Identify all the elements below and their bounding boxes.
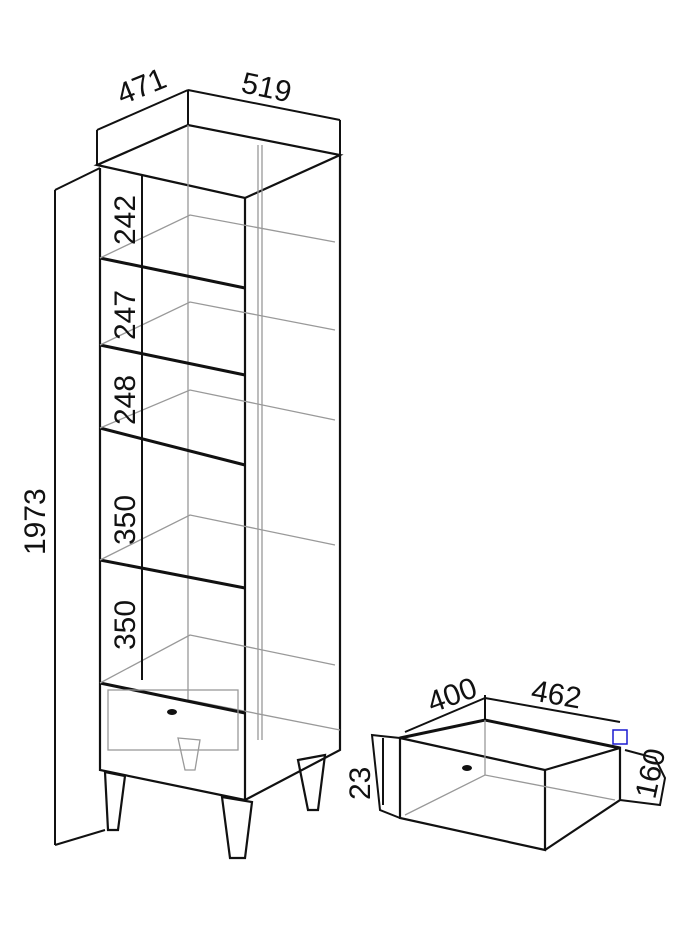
drawer-handle-icon <box>462 765 472 771</box>
width-label: 519 <box>239 67 295 110</box>
cabinet-side <box>244 155 342 801</box>
cabinet-front-frame <box>98 168 247 802</box>
drawer-offset-label: 23 <box>344 767 377 800</box>
selection-marker-icon <box>612 729 628 745</box>
drawer-front <box>398 736 547 852</box>
shelf-gap-1: 242 <box>109 195 142 245</box>
depth-label: 471 <box>112 62 171 111</box>
drawer <box>398 718 628 852</box>
cabinet <box>93 123 344 860</box>
drawer-width-label: 462 <box>529 674 584 715</box>
shelves <box>99 214 336 715</box>
shelf-gap-4: 350 <box>109 495 142 545</box>
shelf-gap-2: 247 <box>109 290 142 340</box>
cabinet-legs <box>103 737 327 860</box>
shelf-gap-3: 248 <box>109 375 142 425</box>
cabinet-top <box>93 123 344 200</box>
cabinet-drawer-front <box>107 689 239 751</box>
height-label: 1973 <box>19 488 52 555</box>
cabinet-dimensions: 471 519 1973 242 247 248 350 350 <box>19 62 341 846</box>
drawer-handle-icon <box>167 709 177 715</box>
drawer-height-label: 160 <box>630 746 673 802</box>
shelf-gap-5: 350 <box>109 600 142 650</box>
drawer-depth-label: 400 <box>423 671 481 719</box>
